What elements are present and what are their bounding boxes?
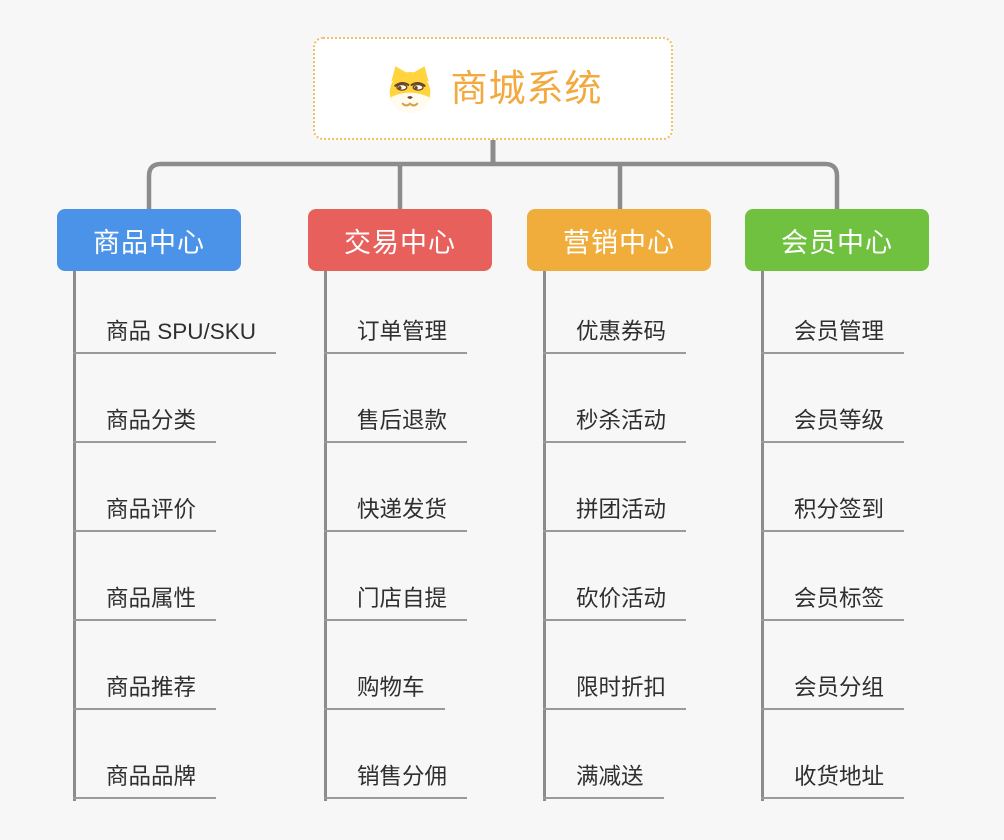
- leaf-node[interactable]: 购物车: [324, 673, 445, 710]
- branch-column-trade-center: 交易中心 订单管理 售后退款 快递发货 门店自提 购物车 销售分佣: [308, 209, 492, 801]
- leaf-node[interactable]: 限时折扣: [543, 673, 687, 710]
- leaf-node[interactable]: 商品分类: [73, 406, 217, 443]
- branch-column-product-center: 商品中心 商品 SPU/SKU 商品分类 商品评价 商品属性 商品推荐 商品品牌: [57, 209, 277, 801]
- leaf-node[interactable]: 销售分佣: [324, 762, 468, 799]
- bus-connector: [146, 161, 840, 209]
- leaf-node[interactable]: 优惠券码: [543, 317, 687, 354]
- leaf-node[interactable]: 砍价活动: [543, 584, 687, 621]
- branch-node-product-center[interactable]: 商品中心: [57, 209, 241, 271]
- root-node-mall-system[interactable]: 商城系统: [313, 37, 673, 140]
- branch-node-member-center[interactable]: 会员中心: [745, 209, 929, 271]
- leaf-node[interactable]: 会员标签: [761, 584, 905, 621]
- leaf-node[interactable]: 收货地址: [761, 762, 905, 799]
- leaf-node[interactable]: 商品 SPU/SKU: [73, 317, 277, 354]
- shiba-dog-icon: [389, 65, 430, 113]
- leaf-node[interactable]: 拼团活动: [543, 495, 687, 532]
- leaf-node[interactable]: 满减送: [543, 762, 664, 799]
- leaf-node[interactable]: 快递发货: [324, 495, 468, 532]
- leaf-node[interactable]: 秒杀活动: [543, 406, 687, 443]
- branch-column-marketing-center: 营销中心 优惠券码 秒杀活动 拼团活动 砍价活动 限时折扣 满减送: [527, 209, 711, 801]
- root-node-title: 商城系统: [450, 68, 603, 109]
- leaf-node[interactable]: 商品品牌: [73, 762, 217, 799]
- leaf-node[interactable]: 商品属性: [73, 584, 217, 621]
- leaf-node[interactable]: 积分签到: [761, 495, 905, 532]
- branch-node-marketing-center[interactable]: 营销中心: [527, 209, 711, 271]
- leaf-node[interactable]: 门店自提: [324, 584, 468, 621]
- leaf-node[interactable]: 会员分组: [761, 673, 905, 710]
- leaf-node[interactable]: 售后退款: [324, 406, 468, 443]
- leaf-node[interactable]: 会员等级: [761, 406, 905, 443]
- leaf-node[interactable]: 订单管理: [324, 317, 468, 354]
- branch-trunk-line: [543, 271, 546, 801]
- branch-trunk-line: [324, 271, 327, 801]
- branch-node-trade-center[interactable]: 交易中心: [308, 209, 492, 271]
- branch-trunk-line: [73, 271, 76, 801]
- leaf-node[interactable]: 会员管理: [761, 317, 905, 354]
- branch-trunk-line: [761, 271, 764, 801]
- branch-column-member-center: 会员中心 会员管理 会员等级 积分签到 会员标签 会员分组 收货地址: [745, 209, 929, 801]
- leaf-node[interactable]: 商品评价: [73, 495, 217, 532]
- leaf-node[interactable]: 商品推荐: [73, 673, 217, 710]
